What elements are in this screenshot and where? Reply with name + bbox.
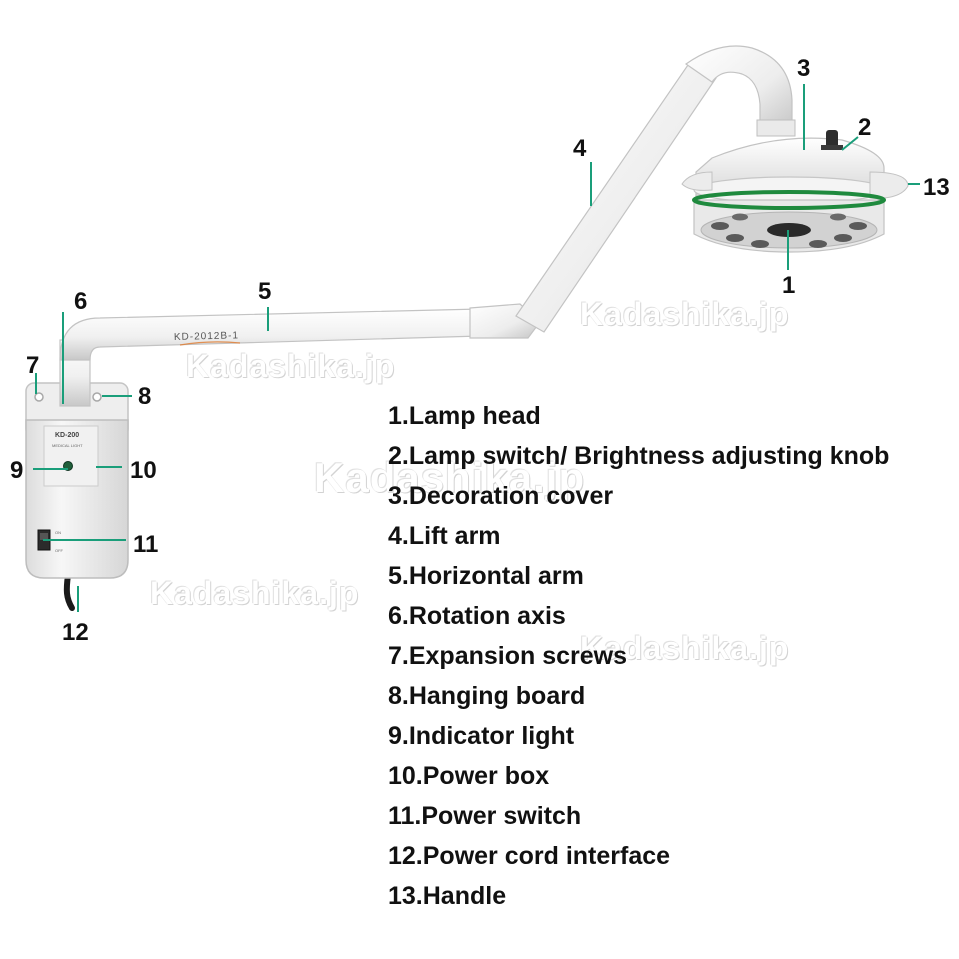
- watermark: Kadashika.jp: [150, 575, 360, 611]
- leader-2: [841, 136, 859, 151]
- expansion-screw-right: [92, 392, 102, 402]
- handle[interactable]: [693, 176, 887, 204]
- watermark: Kadashika.jp: [314, 454, 586, 501]
- parts-legend: 1.Lamp head 2.Lamp switch/ Brightness ad…: [388, 400, 889, 920]
- arm-model-label: KD-2012B-1: [174, 330, 239, 343]
- callout-2: 2: [858, 114, 872, 141]
- expansion-screw-left: [34, 392, 44, 402]
- callout-9: 9: [10, 457, 24, 484]
- legend-item: 2.Lamp switch/ Brightness adjusting knob: [388, 442, 890, 470]
- watermark: Kadashika.jp: [186, 348, 396, 384]
- callout-1: 1: [782, 272, 796, 299]
- callout-10: 10: [130, 457, 157, 484]
- switch-on-label: ON: [55, 530, 61, 535]
- brightness-knob[interactable]: [821, 130, 843, 150]
- lift-arm: [515, 61, 717, 333]
- box-model-label: KD-200: [55, 432, 79, 439]
- callout-3: 3: [797, 55, 811, 82]
- legend-item: 10.Power box: [388, 762, 550, 790]
- legend-item: 11.Power switch: [388, 802, 582, 830]
- legend-item: 6.Rotation axis: [388, 602, 566, 630]
- legend-item: 1.Lamp head: [388, 402, 541, 430]
- leader-lines: [33, 84, 920, 612]
- switch-off-label: OFF: [55, 548, 64, 553]
- legend-item: 5.Horizontal arm: [388, 562, 584, 590]
- callout-8: 8: [138, 383, 152, 410]
- decoration-cover: [684, 45, 796, 137]
- watermark: Kadashika.jp: [580, 630, 790, 666]
- legend-item: 9.Indicator light: [388, 722, 575, 750]
- legend-item: 3.Decoration cover: [388, 482, 614, 510]
- callout-11: 11: [133, 531, 159, 558]
- power-cord: [63, 572, 75, 611]
- green-ring: [692, 190, 886, 210]
- callout-13: 13: [923, 174, 950, 201]
- legend-item: 8.Hanging board: [388, 682, 586, 710]
- legend-item: 13.Handle: [388, 882, 507, 910]
- watermark: Kadashika.jp: [580, 296, 790, 332]
- legend-item: 12.Power cord interface: [388, 842, 671, 870]
- lamp-head: [681, 137, 909, 253]
- box-sub-label: MEDICAL LIGHT: [52, 443, 83, 448]
- callout-4: 4: [573, 135, 587, 162]
- callout-12: 12: [62, 619, 89, 646]
- callout-5: 5: [258, 278, 272, 305]
- power-box: [25, 419, 129, 579]
- legend-item: 7.Expansion screws: [388, 642, 628, 670]
- callout-7: 7: [26, 352, 40, 379]
- callout-6: 6: [74, 288, 88, 315]
- legend-item: 4.Lift arm: [388, 522, 501, 550]
